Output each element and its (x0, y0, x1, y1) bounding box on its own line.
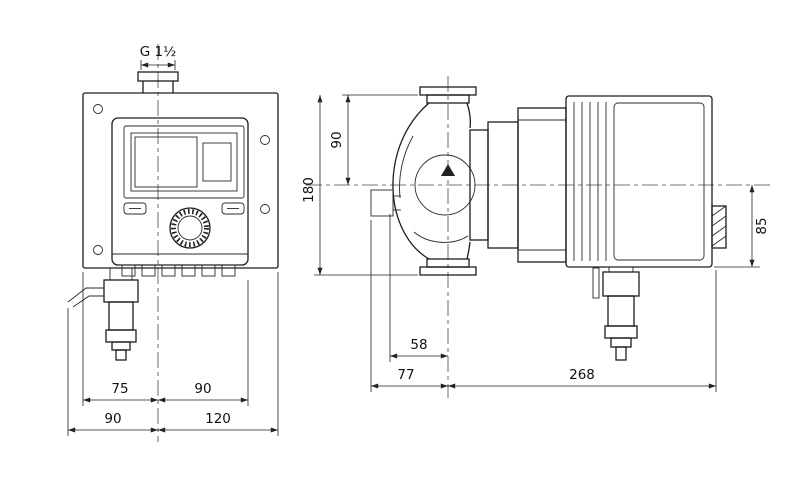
display-area-right (202, 142, 232, 182)
dim-label-85: 85 (754, 217, 770, 234)
display-bezel (123, 125, 245, 199)
pump-volute (392, 102, 476, 260)
dim-front-row1: 75 90 (83, 381, 248, 403)
button-menu (221, 202, 245, 215)
dim-label-90-front: 90 (194, 381, 211, 397)
dim-front-row2: 90 120 (68, 411, 278, 433)
dim-thread: G 1½ (140, 44, 176, 70)
dim-label-90-side: 90 (329, 131, 345, 148)
display-screen (130, 132, 238, 192)
mounting-hole (93, 245, 103, 255)
pipe-connection-front (137, 71, 179, 93)
electronics-module (565, 95, 727, 268)
control-knob (169, 207, 211, 249)
mounting-hole (260, 135, 270, 145)
side-view: 90 180 85 58 77 268 (301, 76, 770, 398)
dim-label-180: 180 (301, 177, 317, 203)
cable-plug-side (592, 267, 640, 361)
module-connector (711, 205, 727, 249)
dim-label-75: 75 (111, 381, 128, 397)
dim-side-85: 85 (714, 185, 770, 268)
display (123, 125, 245, 199)
dim-label-268: 268 (569, 367, 595, 383)
front-view: G 1½ (67, 44, 279, 442)
mounting-plate (82, 92, 279, 269)
button-back (123, 202, 147, 215)
dim-label-90-bottom: 90 (104, 411, 121, 427)
terminal-strip (112, 253, 248, 277)
dim-label-77: 77 (397, 367, 414, 383)
bottom-flange (419, 258, 477, 276)
dim-label-58: 58 (410, 337, 427, 353)
dim-side-widths: 58 77 268 (370, 214, 717, 392)
thread-label: G 1½ (140, 44, 176, 60)
mounting-hole (93, 104, 103, 114)
cable-plug-front (67, 268, 139, 361)
display-area-left (134, 136, 198, 188)
top-flange (419, 86, 477, 104)
front-extension-lines (67, 272, 279, 436)
pressure-sensor (370, 189, 401, 217)
control-module (111, 117, 249, 266)
flow-direction-arrow (441, 164, 455, 176)
mounting-hole (260, 204, 270, 214)
dim-side-heights: 90 180 (301, 94, 418, 276)
dim-label-120: 120 (205, 411, 231, 427)
